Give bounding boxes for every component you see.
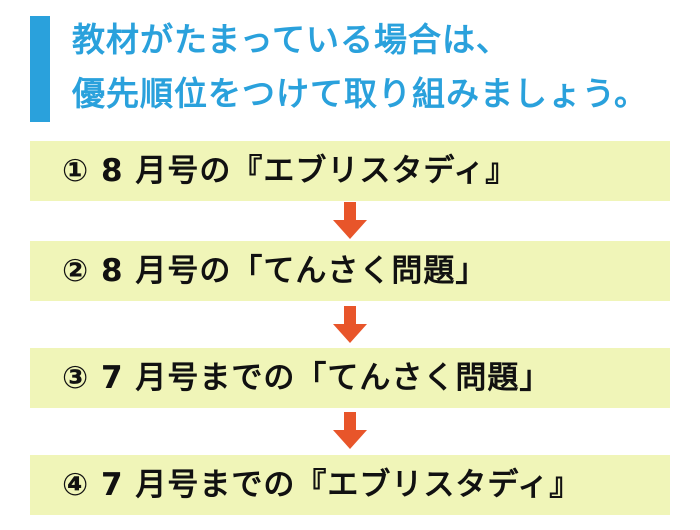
arrow-down-icon <box>333 202 367 239</box>
priority-step-2: ② 8 月号の「てんさく問題」 <box>30 241 670 301</box>
page-heading: 教材がたまっている場合は、 優先順位をつけて取り組みましょう。 <box>30 12 690 124</box>
arrow-down-icon <box>333 412 367 449</box>
priority-step-1: ① 8 月号の『エブリスタディ』 <box>30 141 670 201</box>
priority-step-4-label: ④ 7 月号までの『エブリスタディ』 <box>62 467 582 503</box>
heading-line-1: 教材がたまっている場合は、 <box>72 20 511 59</box>
priority-step-2-label: ② 8 月号の「てんさく問題」 <box>62 253 488 289</box>
heading-accent-bar <box>30 16 50 122</box>
priority-step-3-label: ③ 7 月号までの「てんさく問題」 <box>62 360 552 396</box>
heading-line-2: 優先順位をつけて取り組みましょう。 <box>72 74 649 113</box>
arrow-down-icon <box>333 306 367 343</box>
priority-step-3: ③ 7 月号までの「てんさく問題」 <box>30 348 670 408</box>
priority-step-4: ④ 7 月号までの『エブリスタディ』 <box>30 455 670 515</box>
priority-step-1-label: ① 8 月号の『エブリスタディ』 <box>62 153 518 189</box>
